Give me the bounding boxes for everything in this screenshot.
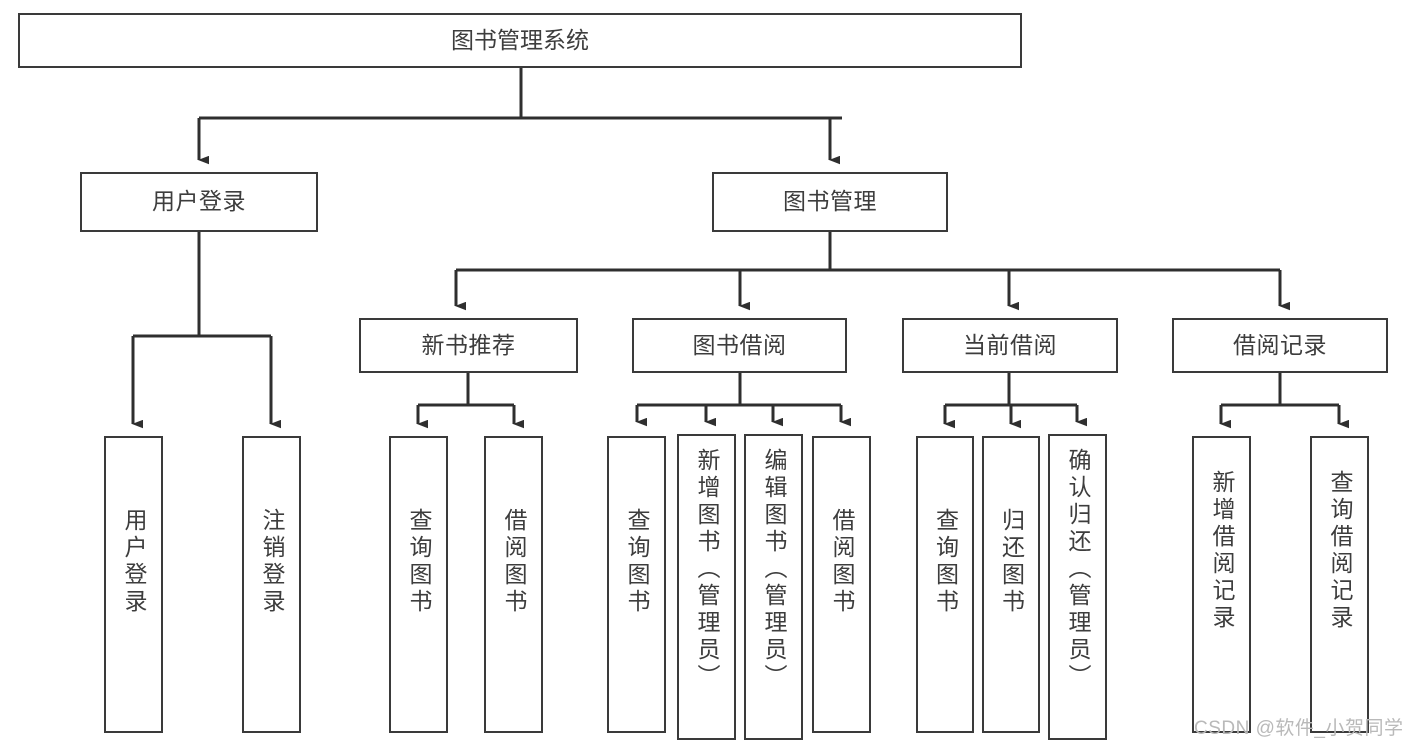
leaf-query-book-current[interactable]: 查询图书	[916, 436, 974, 733]
node-book-management-label: 图书管理	[783, 188, 877, 215]
leaf-user-login[interactable]: 用户登录	[104, 436, 163, 733]
leaf-add-borrow-record[interactable]: 新增借阅记录	[1192, 436, 1251, 733]
leaf-query-borrow-record[interactable]: 查询借阅记录	[1310, 436, 1369, 733]
node-borrow-records-label: 借阅记录	[1233, 331, 1327, 358]
leaf-user-login-label: 用户登录	[121, 508, 147, 616]
leaf-borrow-book[interactable]: 借阅图书	[812, 436, 871, 733]
leaf-query-book-new[interactable]: 查询图书	[389, 436, 448, 733]
node-book-management[interactable]: 图书管理	[712, 172, 948, 232]
leaf-return-book-label: 归还图书	[998, 508, 1025, 616]
node-borrow-records[interactable]: 借阅记录	[1172, 318, 1388, 373]
leaf-borrow-book-new[interactable]: 借阅图书	[484, 436, 543, 733]
leaf-edit-book-admin-label: 编辑图书（管理员）	[761, 448, 787, 691]
node-book-borrow-label: 图书借阅	[692, 331, 787, 358]
leaf-borrow-book-new-label: 借阅图书	[501, 508, 527, 616]
leaf-return-book[interactable]: 归还图书	[982, 436, 1040, 733]
leaf-logout-label: 注销登录	[259, 508, 285, 616]
leaf-query-book-borrow-label: 查询图书	[624, 508, 650, 616]
leaf-query-borrow-record-label: 查询借阅记录	[1327, 470, 1353, 632]
node-current-borrow-label: 当前借阅	[963, 331, 1057, 358]
leaf-query-book-borrow[interactable]: 查询图书	[607, 436, 666, 733]
leaf-edit-book-admin[interactable]: 编辑图书（管理员）	[744, 434, 803, 740]
leaf-borrow-book-label: 借阅图书	[829, 508, 855, 616]
node-new-book-recommend[interactable]: 新书推荐	[359, 318, 578, 373]
leaf-query-book-current-label: 查询图书	[932, 508, 959, 616]
leaf-query-book-new-label: 查询图书	[406, 508, 432, 616]
node-root-label: 图书管理系统	[451, 26, 589, 53]
node-new-book-recommend-label: 新书推荐	[421, 331, 516, 358]
node-current-borrow[interactable]: 当前借阅	[902, 318, 1118, 373]
leaf-confirm-return-admin-label: 确认归还（管理员）	[1065, 448, 1091, 691]
leaf-confirm-return-admin[interactable]: 确认归还（管理员）	[1048, 434, 1107, 740]
leaf-add-borrow-record-label: 新增借阅记录	[1209, 470, 1235, 632]
leaf-logout[interactable]: 注销登录	[242, 436, 301, 733]
leaf-add-book-admin-label: 新增图书（管理员）	[694, 448, 720, 691]
leaf-add-book-admin[interactable]: 新增图书（管理员）	[677, 434, 736, 740]
node-user-login[interactable]: 用户登录	[80, 172, 318, 232]
node-book-borrow[interactable]: 图书借阅	[632, 318, 847, 373]
node-root-system[interactable]: 图书管理系统	[18, 13, 1022, 68]
csdn-watermark: CSDN @软件_小贺同学	[1194, 718, 1404, 739]
node-user-login-label: 用户登录	[152, 188, 246, 215]
